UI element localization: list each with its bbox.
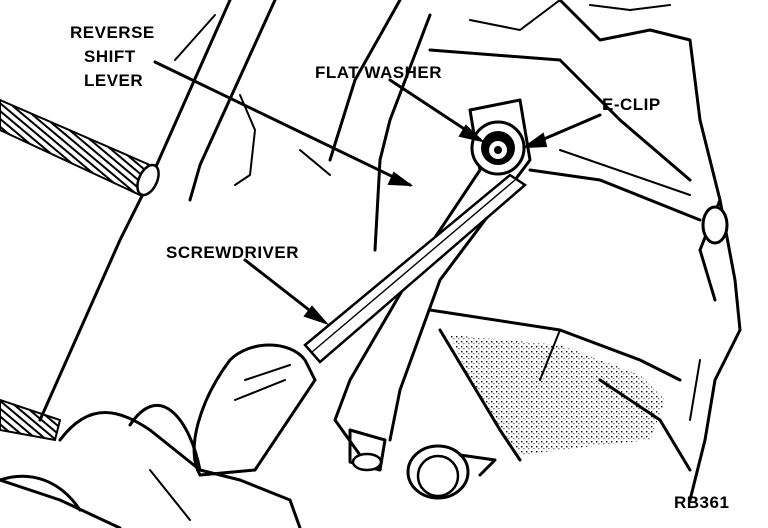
case-cavity-shading (450, 335, 665, 455)
label-reverse-line-2: SHIFT (84, 47, 136, 66)
figure-code: RB361 (674, 493, 729, 512)
label-screwdriver: SCREWDRIVER (166, 243, 299, 262)
flat-washer-and-e-clip (470, 120, 526, 176)
leader-lines (153, 60, 602, 326)
label-e-clip: E-CLIP (602, 95, 661, 114)
hand (0, 403, 302, 528)
pivot-boss (406, 205, 729, 500)
label-flat-washer: FLAT WASHER (315, 63, 442, 82)
label-reverse-line-1: REVERSE (70, 23, 155, 42)
threaded-rod (0, 98, 160, 442)
screwdriver (192, 173, 528, 477)
label-reverse-line-3: LEVER (84, 71, 143, 90)
